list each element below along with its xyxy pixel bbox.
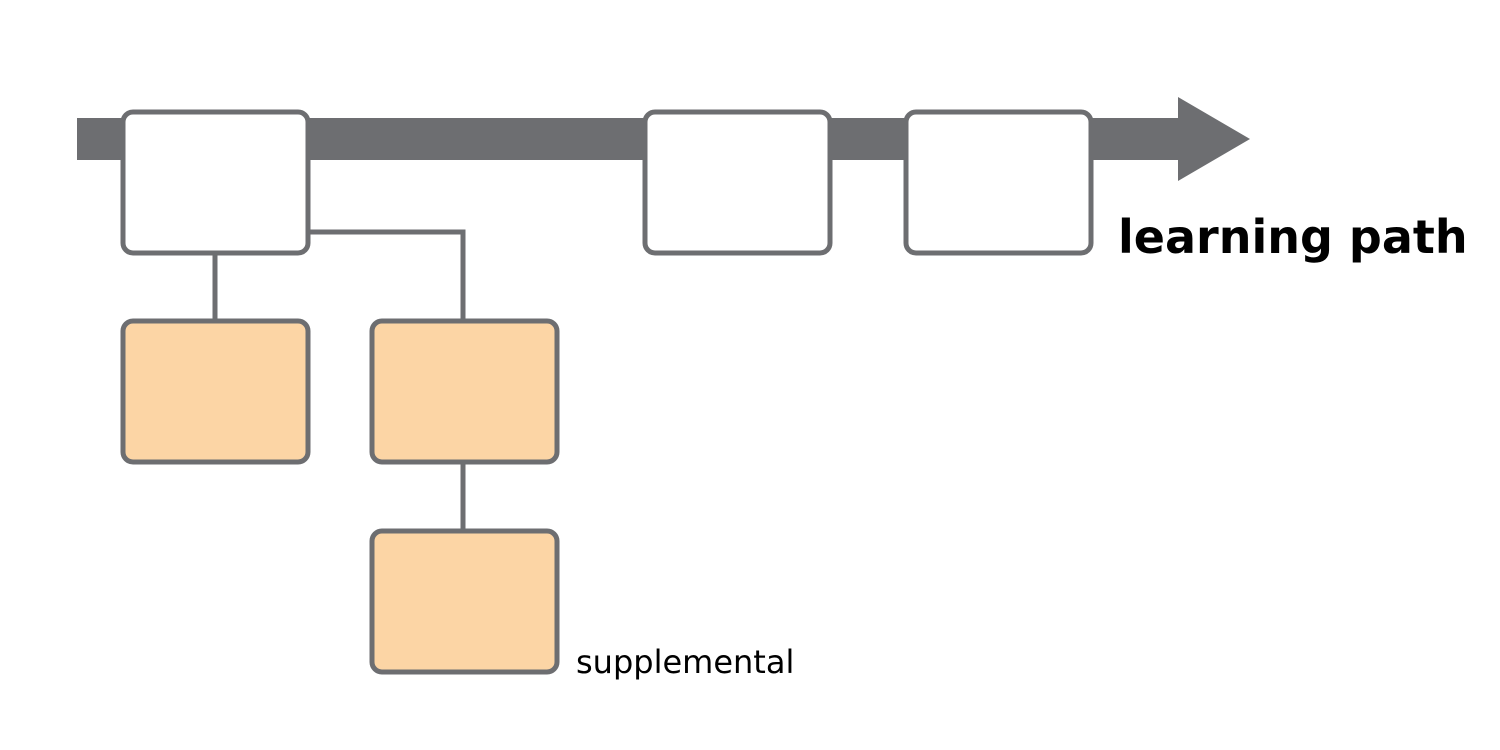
supplemental-box-3	[369, 528, 560, 675]
connector-core1-to-supp2	[308, 229, 466, 321]
supplemental-box-1	[120, 318, 311, 465]
learning-path-label: learning path	[1118, 210, 1468, 264]
core-step-box-3	[903, 109, 1094, 256]
core-step-box-1	[120, 109, 311, 256]
core-step-box-2	[642, 109, 833, 256]
supplemental-box-2	[369, 318, 560, 465]
learning-path-arrow-head	[1178, 97, 1250, 181]
supplemental-label: supplemental	[576, 643, 794, 681]
